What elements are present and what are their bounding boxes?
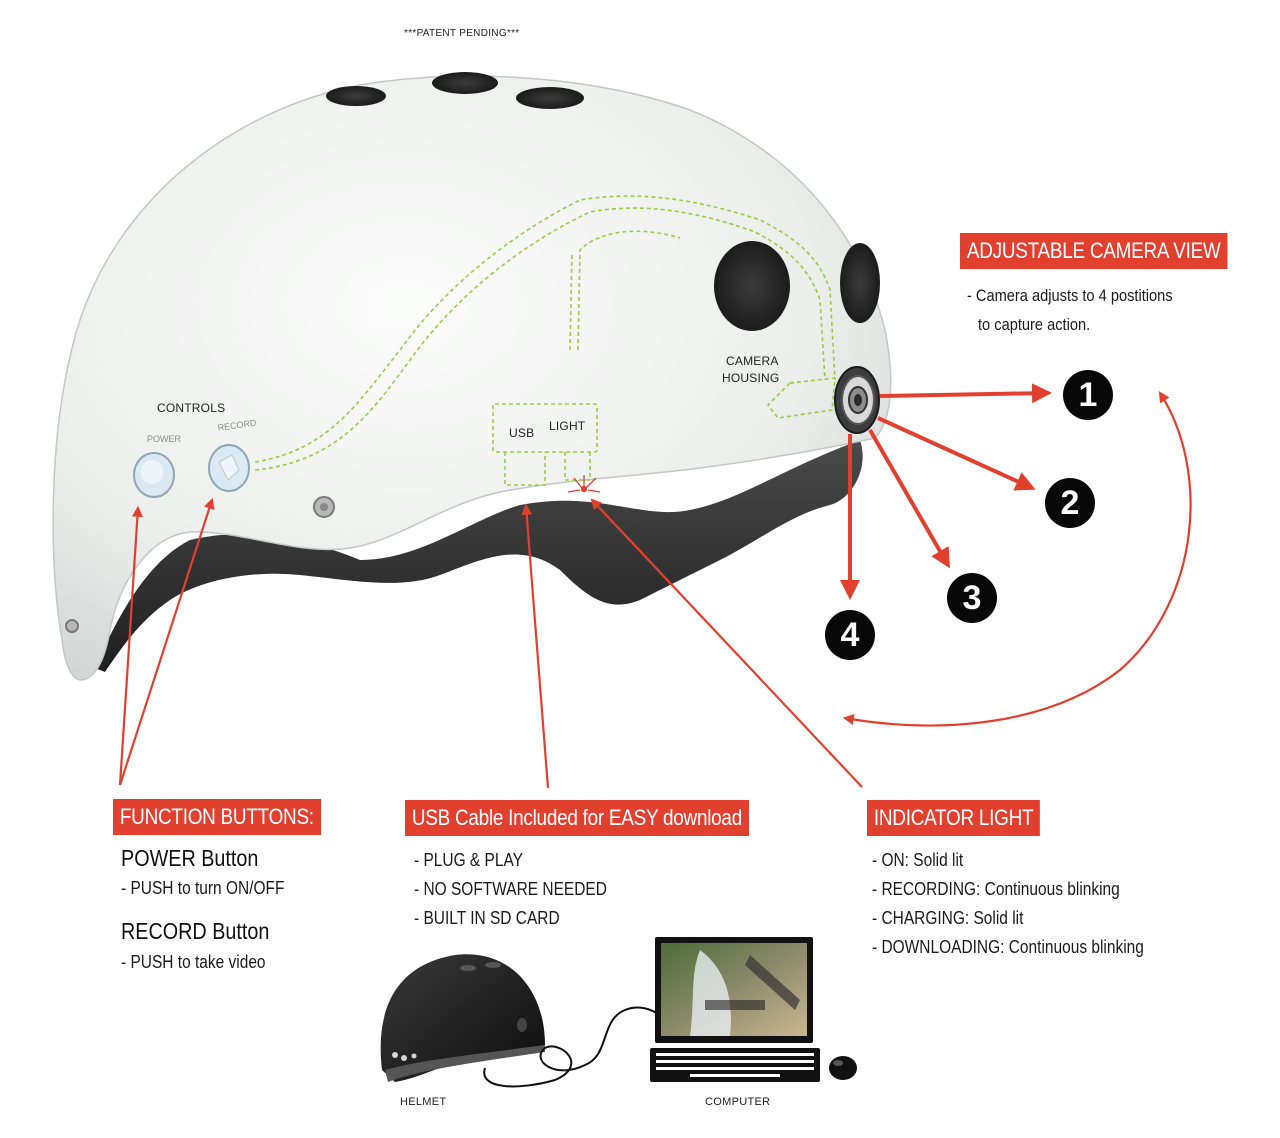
camera-position-4: 4 <box>825 610 875 660</box>
record-button[interactable] <box>208 444 250 492</box>
controls-label: CONTROLS <box>157 401 226 415</box>
vent-top-mid <box>432 72 498 94</box>
computer-illustration <box>650 937 857 1082</box>
usb-item-2: - NO SOFTWARE NEEDED <box>414 879 607 899</box>
vent-top-right <box>516 87 584 109</box>
power-button-desc: - PUSH to turn ON/OFF <box>121 878 285 898</box>
vent-rear-large <box>714 241 790 331</box>
usb-cable <box>483 1006 661 1088</box>
indicator-item-4: - DOWNLOADING: Continuous blinking <box>872 937 1144 957</box>
camera-housing-label-1: CAMERA <box>726 354 779 368</box>
record-button-title: RECORD Button <box>121 918 270 944</box>
power-small-label: POWER <box>147 434 182 444</box>
vent-top-left <box>326 86 386 106</box>
power-button[interactable] <box>133 452 175 498</box>
internal-wiring <box>254 195 836 486</box>
small-helmet-illustration <box>380 954 545 1082</box>
camera-position-3: 3 <box>947 573 997 623</box>
power-button-title: POWER Button <box>121 845 259 871</box>
vent-rear-small <box>840 243 880 323</box>
indicator-item-3: - CHARGING: Solid lit <box>872 908 1024 928</box>
computer-caption: COMPUTER <box>705 1096 771 1108</box>
usb-cable-heading: USB Cable Included for EASY download <box>405 800 749 836</box>
camera-position-1: 1 <box>1063 370 1113 420</box>
function-buttons-heading: FUNCTION BUTTONS: <box>113 799 321 835</box>
helmet-caption: HELMET <box>400 1096 447 1108</box>
usb-item-3: - BUILT IN SD CARD <box>414 908 560 928</box>
rotation-arc-arrow <box>842 391 1192 727</box>
callout-lines <box>118 497 863 789</box>
camera-position-2: 2 <box>1045 478 1095 528</box>
usb-item-1: - PLUG & PLAY <box>414 850 523 870</box>
record-button-desc: - PUSH to take video <box>121 952 266 972</box>
patent-notice: ***PATENT PENDING*** <box>404 28 520 39</box>
indicator-item-2: - RECORDING: Continuous blinking <box>872 879 1120 899</box>
camera-view-line-1: - Camera adjusts to 4 postitions <box>967 286 1173 305</box>
indicator-light-heading: INDICATOR LIGHT <box>867 800 1041 836</box>
camera-view-heading: ADJUSTABLE CAMERA VIEW <box>960 233 1228 269</box>
front-screw <box>65 619 79 633</box>
indicator-light-glow <box>567 475 601 493</box>
camera-housing-label-2: HOUSING <box>722 371 780 385</box>
indicator-item-1: - ON: Solid lit <box>872 850 964 870</box>
usb-port-label: USB <box>509 426 535 440</box>
helmet-liner <box>95 440 863 672</box>
light-port-label: LIGHT <box>549 419 586 433</box>
camera-housing[interactable] <box>834 366 880 434</box>
camera-view-line-2: to capture action. <box>978 315 1091 334</box>
